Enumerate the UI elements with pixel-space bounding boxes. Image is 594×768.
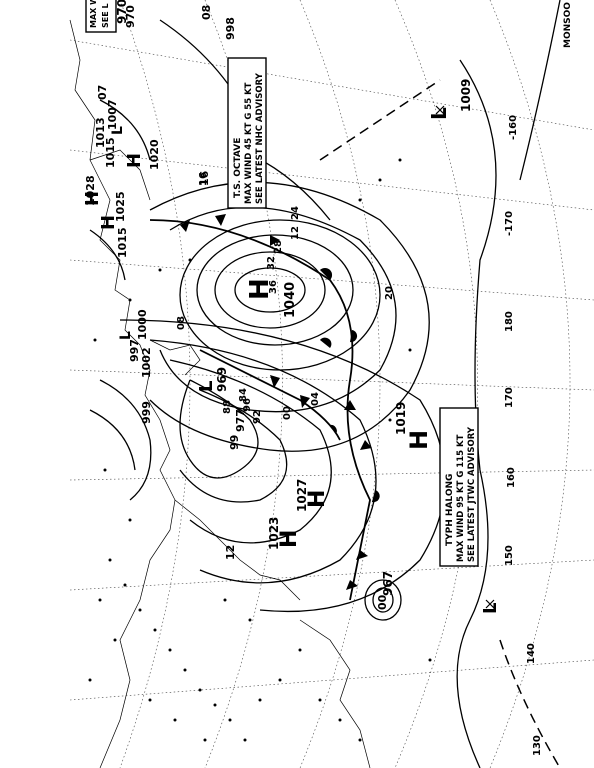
- fronts: [149, 214, 380, 601]
- misc-values: 970 08 07 1013 16 12 00: [94, 0, 389, 610]
- isobar-label: 16: [198, 172, 209, 186]
- high-symbol-1027: H: [305, 490, 330, 508]
- isobar-label: 20: [384, 286, 395, 300]
- isobar-label: 24: [290, 206, 301, 220]
- advisory-octave: T.S. OCTAVE MAX WIND 45 KT G 55 KT SEE L…: [227, 57, 267, 209]
- longitude-label: -170: [504, 211, 515, 236]
- longitude-label: -160: [508, 115, 519, 140]
- value-label: 970: [115, 0, 129, 24]
- isobar-label: 00: [282, 406, 293, 420]
- longitude-label: 150: [504, 545, 515, 566]
- longitude-label: 170: [504, 387, 515, 408]
- low-symbol-1000: L: [118, 331, 134, 340]
- isobar-label: 32: [266, 256, 277, 270]
- low-value-967: 967: [381, 571, 395, 596]
- isobar-label: 96: [242, 398, 253, 412]
- high-value-1015: 1015: [104, 137, 117, 168]
- monsoon-label: MONSOO: [563, 2, 573, 48]
- isobar-label: 1020: [148, 139, 161, 170]
- low-symbol-969: L: [196, 381, 217, 392]
- longitude-label: 130: [532, 735, 543, 756]
- low-value-970: 970: [124, 5, 137, 28]
- isobar-label: 1002: [140, 347, 153, 378]
- high-symbol-1025: H: [98, 215, 119, 230]
- advisory-box: [439, 407, 479, 567]
- isobar-label: 99: [228, 435, 241, 450]
- station-plots: [88, 158, 432, 742]
- high-value-1025: 1025: [114, 191, 127, 222]
- high-value-1019: 1019: [394, 402, 408, 435]
- high-value-1027: 1027: [295, 479, 309, 512]
- value-label: 1013: [94, 117, 107, 148]
- isobar-label: 997: [128, 339, 141, 362]
- advisory-line: MAX WIND 95 KT G 115 KT: [456, 434, 466, 562]
- isobar-label: 1015: [116, 227, 129, 258]
- corner-advisory-box: MAX W SEE L: [85, 0, 117, 33]
- isobar-label: 977: [234, 409, 247, 432]
- advisory-line: MAX WIND 45 KT G 55 KT: [244, 82, 254, 204]
- high-value-1040: 1040: [283, 282, 298, 318]
- low-symbol-1007: L: [110, 126, 126, 135]
- isobar-label: 999: [140, 401, 153, 424]
- isobar-label: 92: [252, 410, 263, 424]
- isobar-values: 1020 998 1015 1002 997 999 977 99 12 16 …: [116, 17, 395, 450]
- advisory-halong: TYPH HALONG MAX WIND 95 KT G 115 KT SEE …: [439, 407, 479, 567]
- advisory-line: MAX W: [89, 0, 98, 28]
- advisory-line: SEE LATEST JTWC ADVISORY: [467, 426, 477, 562]
- advisory-box: [227, 57, 267, 209]
- isobar-label: 28: [273, 240, 284, 254]
- graticule: [69, 0, 594, 768]
- value-label: 12: [224, 545, 237, 560]
- pressure-center-labels: H 1040 H 1019 H 1027 H 1023 H 1025 H 102…: [82, 5, 501, 614]
- value-label: 16: [198, 170, 211, 186]
- longitude-label: 180: [504, 311, 515, 332]
- low-symbol-1009: L: [427, 107, 451, 120]
- high-value-1023: 1023: [267, 517, 281, 550]
- isobars: [89, 0, 561, 768]
- high-symbol-1040: H: [245, 278, 275, 300]
- coastlines: [69, 19, 371, 768]
- isobar-label: 04: [310, 392, 321, 406]
- low-value-1009: 1009: [459, 79, 473, 112]
- high-symbol-1019: H: [405, 430, 433, 450]
- isobar-label: 12: [290, 226, 301, 240]
- high-symbol-1023: H: [277, 530, 302, 548]
- longitude-label: 160: [506, 467, 517, 488]
- value-label: 08: [200, 5, 213, 20]
- isobar-label: 998: [224, 17, 237, 40]
- high-symbol-1028: H: [82, 191, 103, 206]
- low-value-1007: 1007: [106, 99, 119, 130]
- isobar-label: 08: [176, 316, 187, 330]
- meridian-labels: -160 -170 180 170 160 150 140 130: [504, 115, 543, 756]
- low-value-969: 969: [215, 367, 229, 392]
- value-label: 00: [376, 594, 389, 610]
- high-value-1028: 1028: [84, 175, 97, 206]
- advisory-name: T.S. OCTAVE: [233, 138, 243, 198]
- isobar-label: 36: [268, 280, 279, 294]
- high-symbol-1015: H: [124, 153, 145, 168]
- advisory-line: SEE L: [101, 3, 110, 28]
- low-symbol-967: L: [480, 603, 501, 614]
- isobar-label: 88: [222, 400, 233, 414]
- advisory-line: SEE LATEST NHC ADVISORY: [255, 72, 265, 204]
- advisory-name: TYPH HALONG: [445, 474, 455, 546]
- low-value-1000: 1000: [136, 309, 149, 340]
- value-label: 07: [96, 85, 109, 100]
- dashed-trough-lines: [319, 79, 561, 768]
- longitude-label: 140: [526, 643, 537, 664]
- isobar-label: 84: [238, 388, 249, 402]
- tropical-low-markers: [435, 105, 495, 609]
